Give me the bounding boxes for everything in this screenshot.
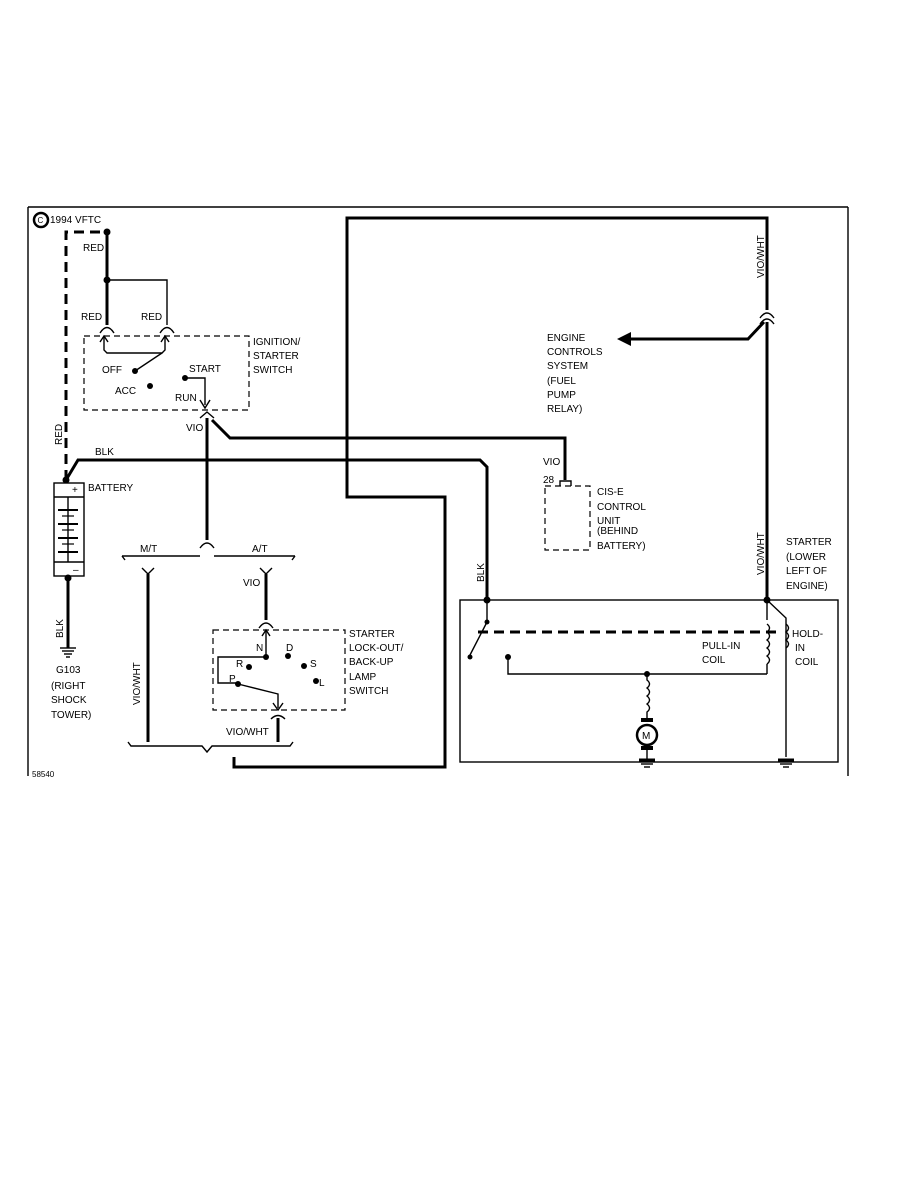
figure-number: 58540 [32, 770, 55, 779]
red-feed-wire: RED RED RED RED [54, 228, 175, 480]
lockout-title-2: LOCK-OUT/ [349, 643, 404, 654]
copyright-mark: C 1994 VFTC [32, 211, 101, 229]
engine-controls-5: PUMP [547, 390, 576, 401]
starter-label-2: (LOWER [786, 552, 826, 563]
motor-label: M [642, 731, 650, 742]
ground-g103: BLK G103 (RIGHT SHOCK TOWER) [51, 574, 91, 721]
starter-label-1: STARTER [786, 537, 832, 548]
battery-minus: – [73, 565, 79, 576]
hold-in-label-1: HOLD- [792, 629, 823, 640]
cis-label-2: CONTROL [597, 502, 646, 513]
ignition-title-3: SWITCH [253, 365, 292, 376]
wire-label-vio-ignition: VIO [186, 423, 203, 434]
ignition-run-label: RUN [175, 393, 197, 404]
hold-in-label-3: COIL [795, 657, 819, 668]
ground-label-3: SHOCK [51, 695, 87, 706]
battery: + – BATTERY [53, 482, 134, 577]
wire-label-red-left: RED [81, 312, 102, 323]
lockout-r-label: R [236, 659, 243, 670]
wire-label-mt: M/T [140, 544, 157, 555]
wire-label-blk-battery: BLK [95, 447, 114, 458]
lockout-title-4: LAMP [349, 672, 377, 683]
wire-label-viowht-top: VIO/WHT [756, 235, 767, 278]
wire-label-vio-ecu: VIO [543, 457, 560, 468]
copyright-symbol: C [38, 216, 44, 225]
wire-label-viowht-starter: VIO/WHT [756, 532, 767, 575]
pull-in-label-1: PULL-IN [702, 641, 740, 652]
ground-label-2: (RIGHT [51, 681, 85, 692]
pin-28-label: 28 [543, 475, 555, 486]
ignition-title-1: IGNITION/ [253, 337, 300, 348]
lockout-p-label: P [229, 674, 236, 685]
wire-label-at: A/T [252, 544, 268, 555]
ground-label-1: G103 [56, 665, 81, 676]
cis-label-4: (BEHIND [597, 526, 638, 537]
engine-controls-6: RELAY) [547, 404, 582, 415]
ignition-switch: OFF ACC START RUN IGNITION/ STARTER SWIT… [83, 334, 300, 411]
battery-label: BATTERY [88, 483, 134, 494]
lockout-title-3: BACK-UP [349, 657, 394, 668]
transmission-split: M/T A/T VIO VIO/WHT [121, 542, 296, 742]
wire-label-red-top: RED [83, 243, 104, 254]
cis-label-5: BATTERY) [597, 541, 646, 552]
cis-label-3: UNIT [597, 516, 620, 527]
wire-label-red-right: RED [141, 312, 162, 323]
wire-label-vio-at: VIO [243, 578, 260, 589]
lockout-l-label: L [319, 678, 325, 689]
lockout-d-label: D [286, 643, 293, 654]
viowht-loop-wire: VIO/WHT VIO/WHT [232, 216, 775, 769]
engine-controls-2: CONTROLS [547, 347, 603, 358]
diagram-frame [27, 206, 849, 776]
hold-in-label-2: IN [795, 643, 805, 654]
ground-label-4: TOWER) [51, 710, 91, 721]
lockout-n-label: N [256, 643, 263, 654]
cis-e-control-unit: VIO 28 CIS-E CONTROL UNIT (BEHIND BATTER… [543, 457, 646, 552]
lockout-s-label: S [310, 659, 317, 670]
engine-controls-1: ENGINE [547, 333, 586, 344]
ignition-title-2: STARTER [253, 351, 299, 362]
ignition-start-label: START [189, 364, 221, 375]
ignition-acc-label: ACC [115, 386, 136, 397]
starter-motor-assembly: M PULL-IN COIL HOLD- IN COIL STARTER (LO… [459, 537, 839, 768]
wire-label-blk-ground: BLK [55, 619, 66, 638]
ignition-off-label: OFF [102, 365, 122, 376]
pull-in-label-2: COIL [702, 655, 726, 666]
wire-label-viowht-mt: VIO/WHT [132, 662, 143, 705]
bottom-merge [127, 741, 294, 754]
wire-label-blk-starter: BLK [476, 563, 487, 582]
blk-battery-wire: BLK BLK [62, 447, 489, 600]
vio-ignition-wire: VIO [186, 411, 567, 540]
wire-label-red-vertical: RED [54, 424, 65, 445]
starter-label-3: LEFT OF [786, 566, 827, 577]
engine-controls-3: SYSTEM [547, 361, 588, 372]
copyright-text: 1994 VFTC [50, 215, 101, 226]
starter-label-4: ENGINE) [786, 581, 828, 592]
lockout-title-1: STARTER [349, 629, 395, 640]
engine-controls-label: ENGINE CONTROLS SYSTEM (FUEL PUMP RELAY) [547, 333, 603, 415]
battery-plus: + [72, 485, 78, 496]
wire-label-viowht-lockout: VIO/WHT [226, 727, 269, 738]
lockout-switch: N D R S P L STARTER LOCK-OUT/ BACK-UP LA… [212, 622, 404, 742]
engine-controls-4: (FUEL [547, 376, 576, 387]
lockout-title-5: SWITCH [349, 686, 388, 697]
cis-label-1: CIS-E [597, 487, 624, 498]
